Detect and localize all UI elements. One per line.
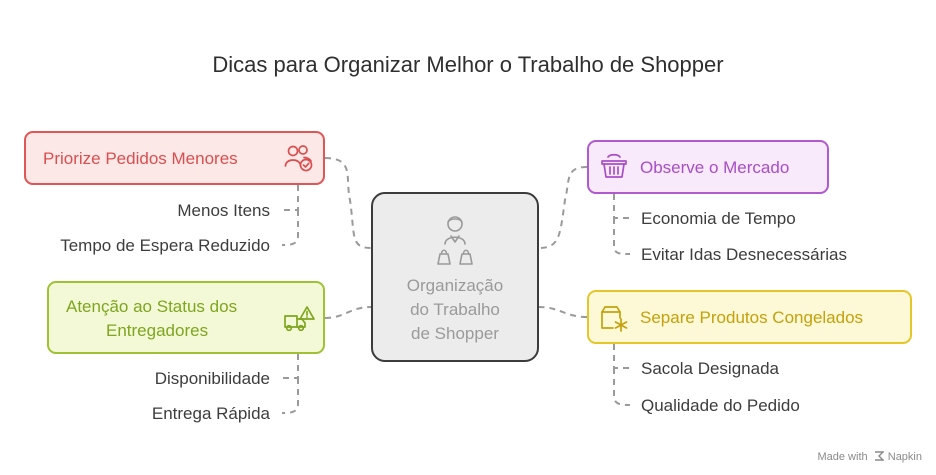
truck-alert-icon [284,306,315,332]
connector-evitar [613,218,631,255]
branch-atencao-label: Atenção ao Status dos Entregadores [66,295,237,343]
basket-icon [601,153,627,178]
sub-disponibilidade: Disponibilidade [154,369,270,388]
connector-qualidade [613,368,631,406]
center-label-line-3: de Shopper [411,324,499,343]
made-with-badge: Made with Napkin [817,451,922,463]
branch-atencao-label-line-1: Atenção ao Status dos [66,297,238,316]
sub-evitar-idas: Evitar Idas Desnecessárias [641,245,847,264]
center-label-line-1: Organização [406,276,504,295]
napkin-logo-icon [874,451,885,461]
box-snowflake-icon [601,306,628,332]
connector-tempo-espera [281,210,299,246]
connector-disponibilidade [282,354,299,379]
sub-tempo-espera: Tempo de Espera Reduzido [60,236,270,255]
connector-priorize [324,157,372,249]
connector-economia [613,194,630,219]
branch-atencao-box: Atenção ao Status dos Entregadores [47,281,325,354]
sub-menos-itens: Menos Itens [177,201,270,220]
center-label-line-2: do Trabalho [410,300,500,319]
made-with-text: Made with [817,451,868,463]
connector-sacola [613,344,630,369]
branch-observe-box: Observe o Mercado [587,140,829,194]
center-label: Organização do Trabalho de Shopper [373,274,537,346]
center-node: Organização do Trabalho de Shopper [371,192,539,362]
sub-sacola-designada: Sacola Designada [641,359,779,378]
branch-priorize-box: Priorize Pedidos Menores [24,131,325,185]
page-title: Dicas para Organizar Melhor o Trabalho d… [212,52,724,77]
napkin-brand: Napkin [887,451,922,463]
connector-atencao [324,306,372,319]
sub-economia-tempo: Economia de Tempo [641,209,796,228]
branch-separe-label: Separe Produtos Congelados [640,308,864,327]
connector-observe [538,166,588,249]
branch-observe-label: Observe o Mercado [640,158,790,177]
branch-priorize-label: Priorize Pedidos Menores [43,149,238,168]
connector-separe [538,306,588,318]
branch-separe-box: Separe Produtos Congelados [587,290,912,344]
connector-entrega [281,378,299,414]
users-check-icon [284,145,313,172]
sub-entrega-rapida: Entrega Rápida [151,404,270,423]
shopper-icon [437,216,473,265]
sub-qualidade-pedido: Qualidade do Pedido [641,396,800,415]
branch-atencao-label-line-2: Entregadores [106,321,209,340]
connector-menos-itens [282,185,299,211]
